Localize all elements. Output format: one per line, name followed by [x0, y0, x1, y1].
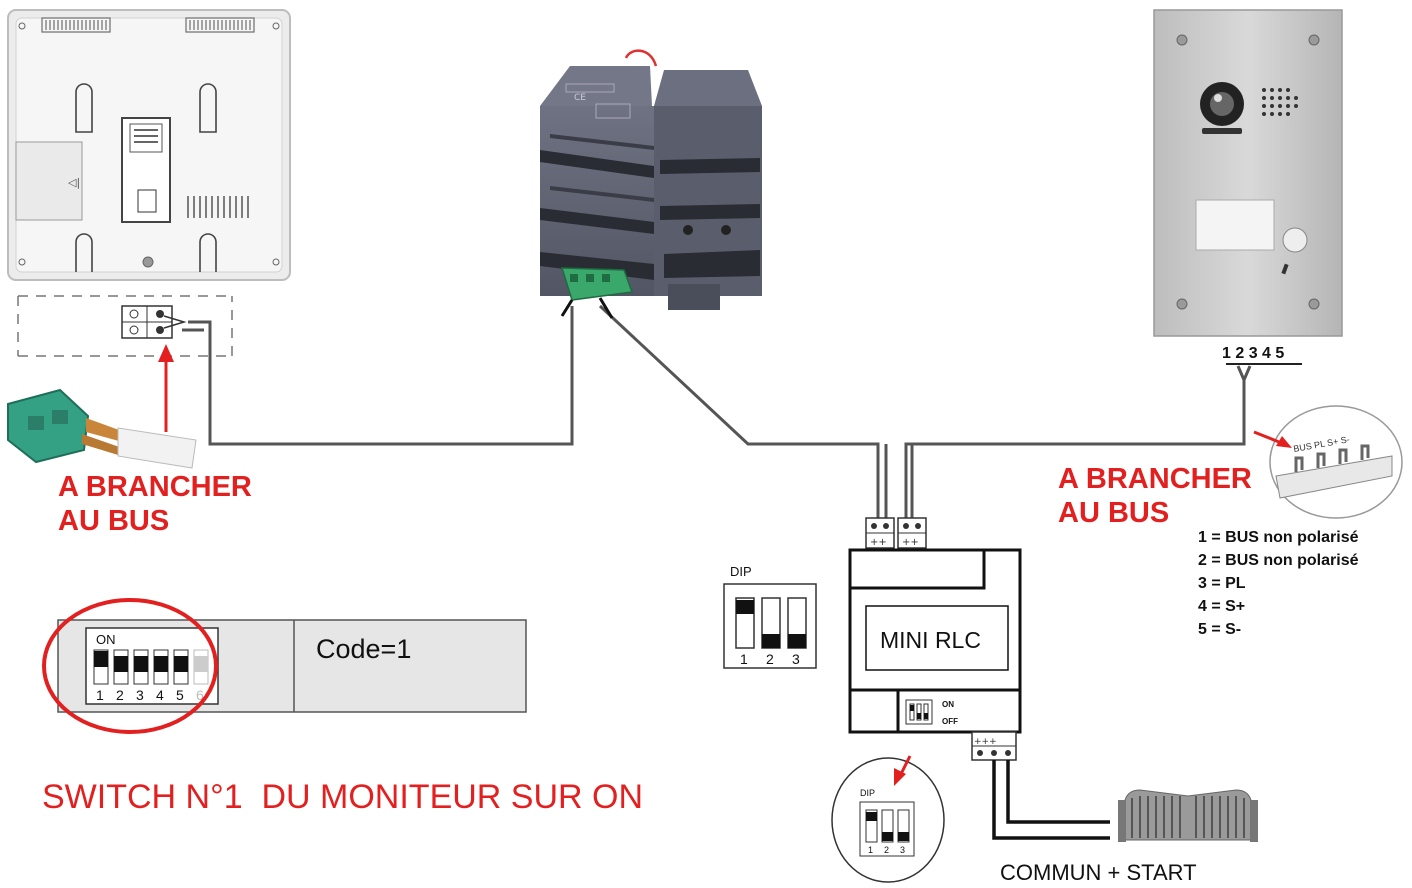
monitor-dip-number: 3 [136, 687, 144, 703]
rlc-onboard-dip [905, 699, 933, 725]
bus-plug [7, 388, 197, 469]
small-dip-label: DIP [860, 788, 875, 798]
dip-on-label: ON [942, 700, 954, 709]
switch-caption: SWITCH N°1 DU MONITEUR SUR ON [42, 778, 643, 816]
rlc-dip-detail: DIP 1 2 3 [723, 564, 817, 669]
rlc-dip-number: 3 [792, 651, 800, 667]
svg-text:◁|: ◁| [68, 176, 80, 189]
door-station [1153, 9, 1343, 337]
mini-rlc-module: ++ ++ MINI RLC ON OFF +++ [848, 517, 1022, 761]
monitor-vents-top [41, 17, 255, 33]
svg-text:+++: +++ [974, 737, 997, 747]
monitor-dip-switches [93, 649, 209, 685]
code-text: Code=1 [316, 634, 411, 664]
bus-label-left-line1: A BRANCHER [58, 471, 252, 503]
red-arrow-up [158, 344, 174, 432]
call-button-icon [1282, 227, 1308, 253]
monitor-back: ◁| [7, 9, 291, 281]
highlight-circle [42, 598, 218, 734]
bus-label-right-line2: AU BUS [1058, 497, 1169, 529]
monitor-dip-number: 4 [156, 687, 164, 703]
door-terminal-numbers: 1 2 3 4 5 [1222, 345, 1284, 362]
small-dip-number: 2 [884, 845, 889, 855]
dip-off-label: OFF [942, 717, 958, 726]
bus-label-right-line1: A BRANCHER [1058, 463, 1252, 495]
terminal-legend: 1 = BUS non polarisé 2 = BUS non polaris… [1198, 529, 1359, 638]
legend-item: 1 = BUS non polarisé [1198, 529, 1359, 546]
svg-text:CE: CE [574, 93, 586, 103]
gate-icon [1118, 789, 1258, 842]
gate-wires [992, 760, 1110, 840]
small-dip-number: 1 [868, 845, 873, 855]
mini-rlc-label: MINI RLC [880, 627, 981, 653]
dip-label: DIP [730, 564, 752, 579]
monitor-bus-connector [17, 295, 233, 357]
bus-label-left-line2: AU BUS [58, 505, 169, 537]
power-supply: CE [540, 49, 762, 319]
rlc-bottom-terminals: +++ [971, 731, 1017, 761]
monitor-dip-on-label: ON [96, 632, 116, 647]
monitor-dip-number: 5 [176, 687, 184, 703]
rlc-dip-number: 2 [766, 651, 774, 667]
legend-item: 3 = PL [1198, 575, 1246, 592]
commun-start-label: COMMUN + START [1000, 860, 1197, 885]
monitor-vents-side [187, 196, 249, 218]
monitor-dip-number: 1 [96, 687, 104, 703]
legend-item: 2 = BUS non polarisé [1198, 552, 1359, 569]
mount-hooks [75, 83, 217, 272]
speaker-grille-icon [1262, 88, 1298, 116]
svg-text:++: ++ [902, 537, 919, 548]
bus-wires [182, 304, 1252, 520]
bus-pin-zoom: BUS PL S+ S- [1253, 405, 1403, 519]
small-dip-zoom: DIP 1 2 3 [831, 755, 945, 883]
small-dip-number: 3 [900, 845, 905, 855]
rlc-top-terminals: ++ ++ [865, 517, 927, 549]
name-plate [1195, 199, 1275, 251]
monitor-dip-number: 6 [196, 687, 204, 703]
legend-item: 4 = S+ [1198, 598, 1245, 615]
legend-item: 5 = S- [1198, 621, 1241, 638]
monitor-dip-number: 2 [116, 687, 124, 703]
svg-text:++: ++ [870, 537, 887, 548]
rlc-dip-number: 1 [740, 651, 748, 667]
monitor-dip-table: ON 1 2 3 4 5 6 Code=1 [57, 619, 527, 713]
